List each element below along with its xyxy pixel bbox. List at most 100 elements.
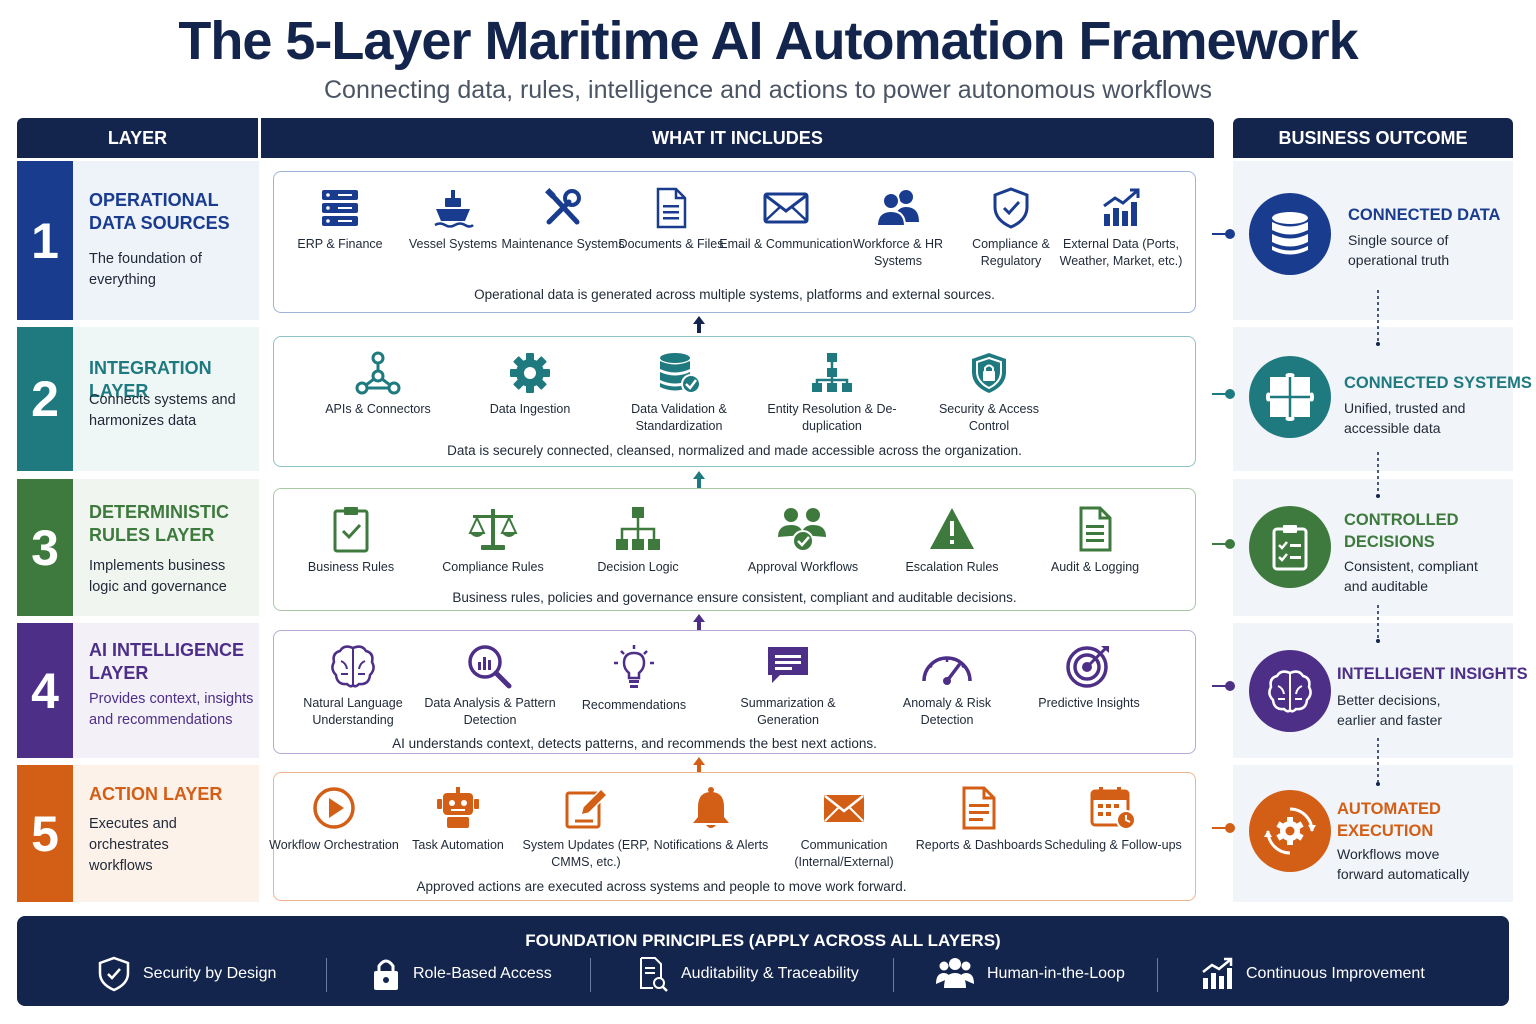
include-label: Communication (Internal/External) [794, 838, 894, 869]
outcome-title: CONTROLLED DECISIONS [1344, 511, 1459, 551]
connector-dot-icon [1212, 389, 1235, 399]
include-item: Vessel Systems [383, 186, 523, 253]
include-item: Audit & Logging [1025, 505, 1165, 576]
layer-number: 1 [17, 161, 73, 320]
arrow-up-icon [693, 316, 705, 333]
arrow-up-icon [693, 614, 705, 631]
layer-5-includes-box: Workflow Orchestration Task Automation S… [269, 772, 1196, 901]
include-label: Summarization & Generation [740, 696, 836, 727]
arrow-up-icon [693, 471, 705, 488]
layer-number: 5 [17, 765, 73, 902]
include-label: Notifications & Alerts [653, 838, 769, 852]
include-label: Documents & Files [618, 237, 724, 251]
outcome-title: CONNECTED SYSTEMS [1344, 374, 1532, 392]
layer-column-header: LAYER [17, 118, 258, 158]
layer-description: Implements business logic and governance [89, 558, 227, 595]
page-subtitle: Connecting data, rules, intelligence and… [323, 76, 1212, 104]
growth-chart-icon [1103, 188, 1140, 226]
foundation-item: Auditability & Traceability [637, 956, 859, 992]
database-check-icon [660, 353, 701, 394]
server-icon [322, 190, 358, 226]
include-item: Scheduling & Follow-ups [1043, 785, 1183, 854]
layer-5-row: 5 ACTION LAYER Executes and orchestrates… [17, 765, 1214, 902]
include-item: Entity Resolution & De-duplication [762, 351, 902, 435]
growth-chart-icon [1202, 957, 1233, 989]
include-item: Data Validation & Standardization [609, 351, 749, 435]
layer-4-row: 4 AI INTELLIGENCE LAYER Provides context… [17, 623, 1214, 758]
outcome-column-header: BUSINESS OUTCOME [1233, 118, 1513, 158]
connector-dot-icon [1212, 823, 1235, 833]
include-item: Approval Workflows [733, 505, 873, 576]
connector-dot-icon [1212, 539, 1235, 549]
outcome-icon-circle [1249, 356, 1331, 438]
include-label: Entity Resolution & De-duplication [767, 402, 897, 433]
include-item: Communication (Internal/External) [774, 785, 914, 871]
include-item: Data Ingestion [460, 351, 600, 418]
arrow-up-icon [693, 757, 705, 774]
people-check-icon [778, 508, 826, 552]
include-label: Email & Communication [719, 237, 853, 251]
shield-lock-icon [972, 353, 1006, 393]
outcome-icon-circle [1249, 790, 1331, 872]
connector-dot-icon [1212, 229, 1235, 239]
dashed-connector-icon [1376, 605, 1380, 643]
layer-number: 3 [17, 479, 73, 616]
outcome-description: Workflows move forward automatically [1337, 846, 1470, 882]
foundation-item: Continuous Improvement [1200, 956, 1425, 992]
magnifier-chart-icon [468, 645, 512, 689]
group-icon [936, 958, 974, 988]
include-item: Workflow Orchestration [264, 785, 404, 854]
dashed-connector-icon [1376, 738, 1380, 786]
scales-icon [468, 509, 518, 550]
foundation-principles-bar: FOUNDATION PRINCIPLES (APPLY ACROSS ALL … [17, 916, 1509, 1006]
report-icon [962, 786, 996, 830]
log-document-icon [1079, 506, 1112, 552]
include-label: Maintenance Systems [501, 237, 625, 251]
include-item: APIs & Connectors [308, 351, 448, 418]
include-label: Escalation Rules [905, 560, 999, 574]
envelope-icon [824, 795, 864, 822]
outcome-title: AUTOMATED EXECUTION [1337, 800, 1441, 840]
lightbulb-icon [614, 645, 654, 688]
include-item: Email & Communication [716, 186, 856, 253]
include-item: Maintenance Systems [493, 186, 633, 253]
include-label: APIs & Connectors [325, 402, 431, 416]
include-item: Business Rules [281, 505, 421, 576]
include-label: Reports & Dashboards [915, 838, 1043, 852]
lock-icon [374, 959, 398, 990]
include-label: Audit & Logging [1050, 560, 1140, 574]
bell-icon [693, 787, 729, 828]
include-label: Data Ingestion [489, 402, 571, 416]
layer-2-row: 2 INTEGRATION LAYER Connects systems and… [17, 327, 1214, 471]
include-label: System Updates (ERP, CMMS, etc.) [522, 838, 650, 869]
shield-check-icon [993, 187, 1029, 229]
include-item: Notifications & Alerts [641, 785, 781, 854]
foundation-item: Security by Design [97, 956, 276, 992]
layer-caption: Approved actions are executed across sys… [416, 879, 907, 894]
include-label: Security & Access Control [938, 402, 1040, 433]
layer-description: The foundation of everything [89, 251, 202, 288]
layer-title: INTEGRATION LAYER [89, 358, 212, 401]
foundation-label: Security by Design [143, 965, 277, 982]
include-item: Escalation Rules [882, 505, 1022, 576]
include-item: ERP & Finance [270, 186, 410, 253]
hierarchy-icon [812, 353, 852, 392]
layer-description: Executes and orchestrates workflows [89, 816, 177, 874]
brain-icon [331, 645, 375, 688]
include-label: Recommendations [581, 698, 687, 712]
database-icon [1272, 212, 1308, 255]
layer-description: Connects systems and harmonizes data [89, 392, 236, 429]
outcome-title: CONNECTED DATA [1348, 206, 1501, 224]
robot-icon [437, 787, 479, 828]
include-item: Workforce & HR Systems [828, 186, 968, 270]
include-item: Security & Access Control [919, 351, 1059, 435]
include-label: Data Validation & Standardization [631, 402, 727, 433]
include-item: Documents & Files [601, 186, 741, 253]
foundation-label: Auditability & Traceability [681, 965, 859, 982]
puzzle-icon [1266, 373, 1314, 421]
outcome-description: Single source of operational truth [1348, 232, 1450, 268]
edit-icon [565, 787, 609, 829]
include-label: Vessel Systems [408, 237, 498, 251]
include-label: Natural Language Understanding [303, 696, 403, 727]
warning-icon [930, 508, 974, 549]
